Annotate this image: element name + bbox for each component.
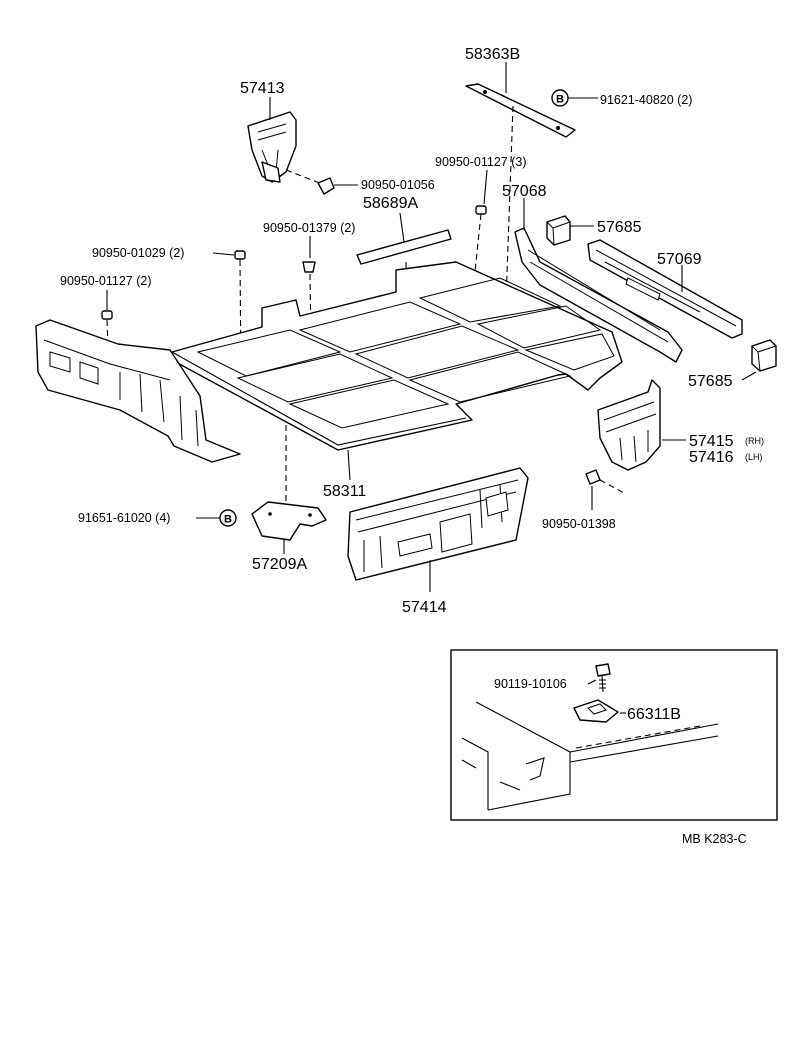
bar-58363B xyxy=(465,62,576,331)
clip-90950-01398 xyxy=(585,469,601,485)
rear-panel-57414 xyxy=(347,467,529,592)
part-label-90950-01127-3: 90950-01127 (3) xyxy=(435,155,527,169)
bracket-57415-57416 xyxy=(597,379,661,495)
badge-b-top: B xyxy=(551,89,569,107)
part-label-90950-01379: 90950-01379 (2) xyxy=(263,221,355,235)
part-label-90119-10106: 90119-10106 xyxy=(494,677,567,691)
part-label-66311B: 66311B xyxy=(627,706,681,723)
clip-90950-01379 xyxy=(302,261,316,273)
svg-text:B: B xyxy=(556,94,564,106)
detail-inset xyxy=(450,649,778,821)
bracket-66311B xyxy=(573,699,619,723)
floor-pan-58311 xyxy=(171,261,623,508)
side-label-rh: (RH) xyxy=(745,436,764,446)
plug-90950-01029 xyxy=(234,250,246,260)
diagram-code: MB K283-C xyxy=(682,832,747,846)
part-label-91651-61020: 91651-61020 (4) xyxy=(78,511,170,525)
part-label-57685-top: 57685 xyxy=(597,219,642,236)
bracket-57413 xyxy=(247,97,323,185)
left-cross-member xyxy=(35,319,241,463)
floor-ribs xyxy=(196,277,615,429)
part-label-57414: 57414 xyxy=(402,599,447,616)
part-label-57416: 57416 xyxy=(689,449,734,466)
plug-90950-01127-left xyxy=(101,310,113,320)
part-label-57069: 57069 xyxy=(657,251,702,268)
part-label-91621-40820: 91621-40820 (2) xyxy=(600,93,692,107)
part-label-58689A: 58689A xyxy=(363,195,418,212)
side-label-lh: (LH) xyxy=(745,452,763,462)
part-label-57685-bottom: 57685 xyxy=(688,373,733,390)
part-label-58363B: 58363B xyxy=(465,46,520,63)
part-label-57068: 57068 xyxy=(502,183,547,200)
rail-57069 xyxy=(587,239,743,339)
sill-57068 xyxy=(514,198,683,363)
part-label-90950-01398: 90950-01398 xyxy=(542,517,616,531)
part-label-57415: 57415 xyxy=(689,433,734,450)
plug-90950-01127-top xyxy=(475,205,487,215)
block-57685-bottom xyxy=(751,339,777,372)
badge-b-left: B xyxy=(219,509,237,527)
part-label-90950-01127-2: 90950-01127 (2) xyxy=(60,274,152,288)
bracket-57209A xyxy=(251,501,327,554)
strip-58689A xyxy=(356,212,452,265)
part-label-57413: 57413 xyxy=(240,80,285,97)
svg-text:B: B xyxy=(224,514,232,526)
part-label-57209A: 57209A xyxy=(252,556,307,573)
clip-90950-01056 xyxy=(317,177,335,195)
block-57685-top xyxy=(546,215,571,246)
part-label-90950-01056: 90950-01056 xyxy=(361,178,435,192)
part-label-90950-01029: 90950-01029 (2) xyxy=(92,246,184,260)
bolt-90119-10106 xyxy=(595,663,611,693)
part-label-58311: 58311 xyxy=(323,483,366,500)
